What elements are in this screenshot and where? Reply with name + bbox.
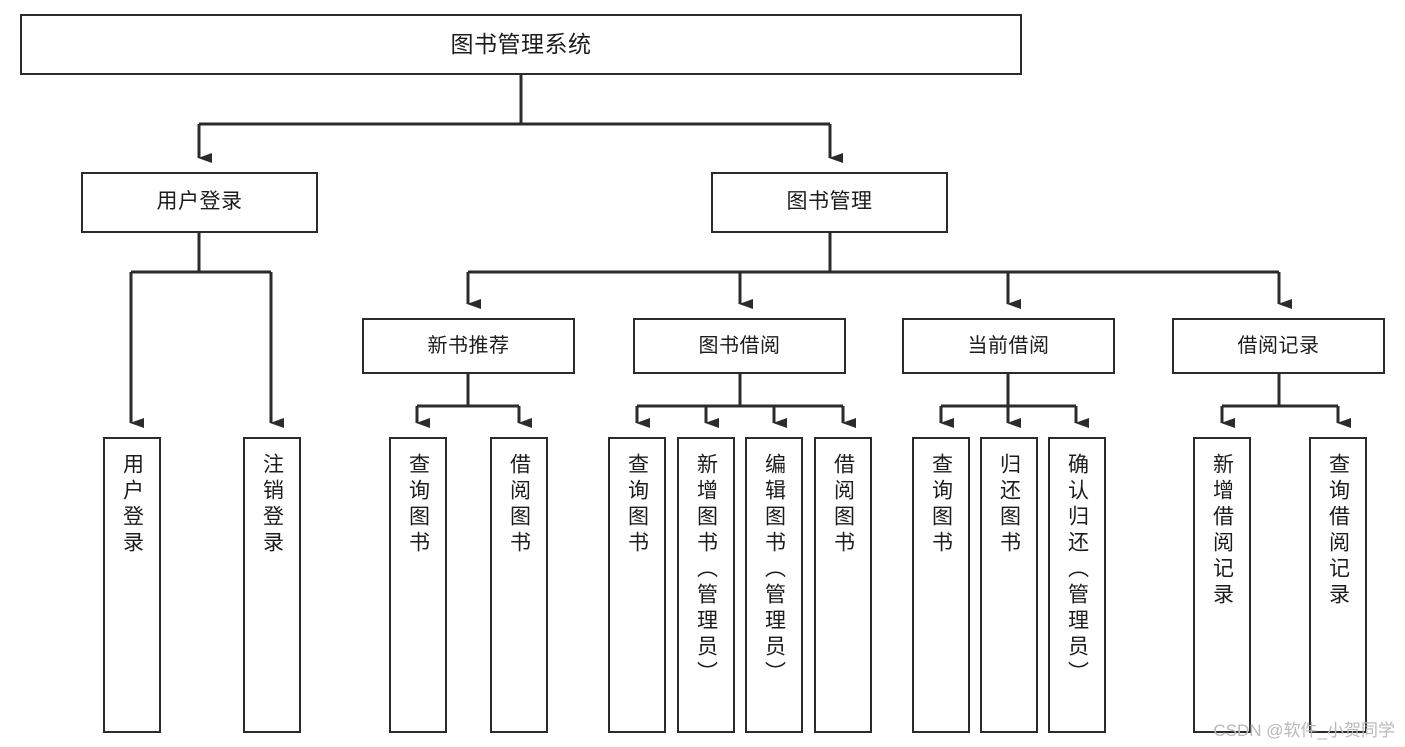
node-current-borrow[interactable]: 当前借阅: [902, 318, 1115, 374]
node-leaf-add-record[interactable]: 新增借阅记录: [1193, 437, 1251, 733]
node-root-label: 图书管理系统: [450, 31, 592, 58]
node-leaf-borrow-book-1[interactable]: 借阅图书: [490, 437, 548, 733]
node-user-login[interactable]: 用户登录: [81, 172, 318, 233]
node-leaf-user-logout-label: 注销登录: [260, 453, 284, 557]
node-new-book-recommend-label: 新书推荐: [427, 334, 510, 357]
node-leaf-borrow-book-2[interactable]: 借阅图书: [814, 437, 872, 733]
node-new-book-recommend[interactable]: 新书推荐: [362, 318, 575, 374]
node-leaf-user-login-label: 用户登录: [120, 453, 144, 557]
node-leaf-edit-book-label: 编辑图书（管理员）: [762, 453, 786, 687]
node-leaf-borrow-book-2-label: 借阅图书: [831, 453, 855, 557]
node-leaf-add-record-label: 新增借阅记录: [1210, 453, 1234, 609]
node-leaf-query-book-2[interactable]: 查询图书: [608, 437, 666, 733]
node-leaf-query-book-2-label: 查询图书: [625, 453, 649, 557]
node-book-borrow-label: 图书借阅: [698, 334, 781, 357]
node-leaf-query-record[interactable]: 查询借阅记录: [1309, 437, 1367, 733]
node-current-borrow-label: 当前借阅: [967, 334, 1050, 357]
node-leaf-query-record-label: 查询借阅记录: [1326, 453, 1350, 609]
node-borrow-record-label: 借阅记录: [1237, 334, 1320, 357]
node-book-manage[interactable]: 图书管理: [711, 172, 948, 233]
node-leaf-add-book-label: 新增图书（管理员）: [694, 453, 718, 687]
node-leaf-confirm-return-label: 确认归还（管理员）: [1065, 453, 1089, 687]
node-borrow-record[interactable]: 借阅记录: [1172, 318, 1385, 374]
node-leaf-confirm-return[interactable]: 确认归还（管理员）: [1048, 437, 1106, 733]
node-user-login-label: 用户登录: [156, 190, 243, 214]
node-leaf-query-book-1-label: 查询图书: [406, 453, 430, 557]
node-leaf-add-book[interactable]: 新增图书（管理员）: [677, 437, 735, 733]
node-leaf-query-book-3-label: 查询图书: [929, 453, 953, 557]
node-leaf-edit-book[interactable]: 编辑图书（管理员）: [745, 437, 803, 733]
csdn-watermark: CSDN @软件_小贺同学: [1213, 721, 1395, 740]
node-leaf-user-login[interactable]: 用户登录: [103, 437, 161, 733]
node-book-borrow[interactable]: 图书借阅: [633, 318, 846, 374]
node-leaf-return-book-label: 归还图书: [997, 453, 1021, 557]
node-leaf-query-book-3[interactable]: 查询图书: [912, 437, 970, 733]
node-leaf-return-book[interactable]: 归还图书: [980, 437, 1038, 733]
node-leaf-user-logout[interactable]: 注销登录: [243, 437, 301, 733]
node-leaf-query-book-1[interactable]: 查询图书: [389, 437, 447, 733]
node-root[interactable]: 图书管理系统: [20, 14, 1022, 75]
node-book-manage-label: 图书管理: [786, 190, 873, 214]
node-leaf-borrow-book-1-label: 借阅图书: [507, 453, 531, 557]
